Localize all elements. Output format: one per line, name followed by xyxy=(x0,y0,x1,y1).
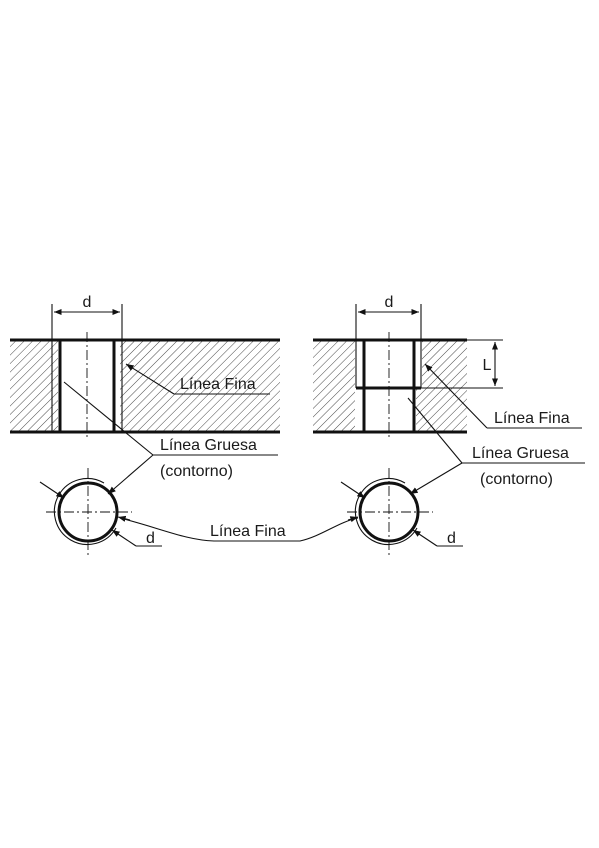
left-end-view: d xyxy=(39,468,162,556)
left-hatch-left xyxy=(10,340,58,432)
left-linea-gruesa-label: Línea Gruesa xyxy=(160,437,257,454)
left-linea-fina-label: Línea Fina xyxy=(180,376,256,393)
right-hatch-right-bottom xyxy=(416,388,467,432)
left-contorno-label: (contorno) xyxy=(160,463,233,480)
left-circle-d-label: d xyxy=(146,530,155,547)
bottom-linea-fina-arrow-right xyxy=(347,516,359,523)
left-dia-arrow-2 xyxy=(111,529,137,547)
bottom-linea-fina-label: Línea Fina xyxy=(210,523,286,540)
right-linea-fina-label: Línea Fina xyxy=(494,410,570,427)
right-contorno-label: (contorno) xyxy=(480,471,553,488)
right-dim-d-label: d xyxy=(385,294,394,311)
right-end-view: d xyxy=(340,468,463,556)
bottom-linea-fina-leader xyxy=(119,517,359,542)
right-hatch-right-top xyxy=(422,340,467,388)
right-circle-d-label: d xyxy=(447,530,456,547)
right-linea-gruesa-leader-circle xyxy=(409,462,463,495)
left-hatch-right xyxy=(120,340,280,432)
bottom-linea-fina-arrow-left xyxy=(117,515,131,522)
right-linea-gruesa-label: Línea Gruesa xyxy=(472,445,569,462)
right-linea-gruesa-leader-section xyxy=(407,397,463,464)
left-section-view: d xyxy=(10,294,280,440)
left-linea-fina-leader xyxy=(125,363,175,395)
left-linea-gruesa-leader-section xyxy=(63,381,154,456)
right-dim-L-label: L xyxy=(483,357,492,374)
right-dia-arrow-2 xyxy=(412,529,438,547)
left-dia-arrow-1 xyxy=(39,481,65,499)
right-linea-fina-leader xyxy=(424,363,488,429)
right-section-view: d L xyxy=(313,294,503,440)
left-dim-d-label: d xyxy=(83,294,92,311)
left-thin-arc xyxy=(53,478,117,546)
right-dia-arrow-1 xyxy=(340,481,366,499)
callouts: Línea Fina Línea Gruesa (contorno) Línea… xyxy=(63,363,585,542)
right-hatch-left xyxy=(313,340,355,432)
left-linea-gruesa-leader-circle xyxy=(107,454,154,495)
